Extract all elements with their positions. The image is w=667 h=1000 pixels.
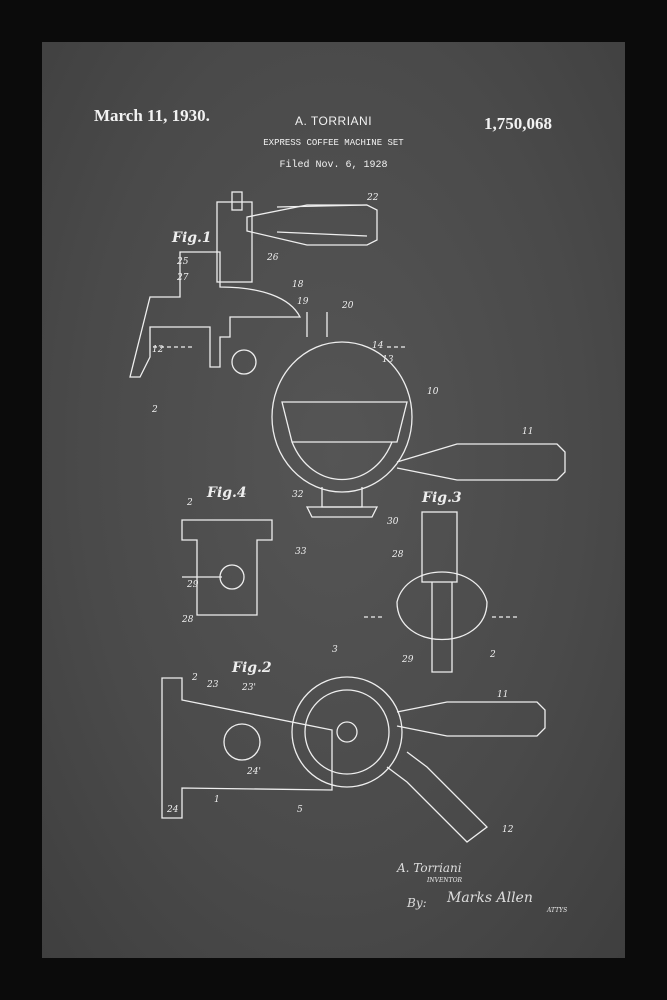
figure-3-drawing: Fig.3 <box>362 490 517 673</box>
svg-text:27: 27 <box>176 273 189 283</box>
svg-text:12: 12 <box>502 825 514 835</box>
svg-text:1: 1 <box>214 795 220 805</box>
inventor-signature: A. Torriani <box>396 861 462 875</box>
svg-text:2: 2 <box>191 673 198 683</box>
figure-2-drawing: Fig.2 <box>161 660 546 843</box>
svg-text:33: 33 <box>295 547 307 557</box>
patent-title: EXPRESS COFFEE MACHINE SET <box>263 138 404 148</box>
svg-text:26: 26 <box>266 253 279 263</box>
svg-text:11: 11 <box>497 690 508 700</box>
svg-text:13: 13 <box>382 355 394 365</box>
svg-text:29: 29 <box>401 655 414 665</box>
svg-text:32: 32 <box>292 490 304 500</box>
svg-text:22: 22 <box>366 193 379 203</box>
fig1-label: Fig.1 <box>171 230 212 246</box>
svg-text:12: 12 <box>152 345 164 355</box>
svg-text:3: 3 <box>332 645 338 655</box>
svg-text:11: 11 <box>522 427 533 437</box>
svg-text:24: 24 <box>166 805 179 815</box>
inventor-caption: INVENTOR <box>426 877 463 884</box>
attorney-signature: Marks Allen <box>446 890 533 906</box>
svg-text:29: 29 <box>186 580 199 590</box>
svg-text:19: 19 <box>297 297 309 307</box>
inventor-name: A. TORRIANI <box>294 114 373 128</box>
svg-text:20: 20 <box>341 301 354 311</box>
svg-text:23: 23 <box>206 680 219 690</box>
filed-date: Filed Nov. 6, 1928 <box>279 160 388 171</box>
svg-text:14: 14 <box>372 341 384 351</box>
svg-text:18: 18 <box>292 280 304 290</box>
svg-text:2: 2 <box>186 498 193 508</box>
attorney-caption: ATTYS <box>546 907 567 914</box>
svg-text:5: 5 <box>297 805 303 815</box>
svg-text:23': 23' <box>241 683 256 693</box>
patent-number: 1,750,068 <box>484 114 552 133</box>
patent-date: March 11, 1930. <box>94 106 210 125</box>
fig3-label: Fig.3 <box>421 490 462 506</box>
svg-text:25: 25 <box>176 257 189 267</box>
figure-4-drawing: Fig.4 <box>181 485 273 616</box>
svg-text:24': 24' <box>246 767 261 777</box>
patent-drawing: Fig.1 Fig.4 Fig.3 <box>129 191 567 914</box>
svg-text:28: 28 <box>181 615 194 625</box>
svg-text:30: 30 <box>387 517 399 527</box>
svg-text:28: 28 <box>391 550 404 560</box>
signature-block: A. Torriani INVENTOR By: Marks Allen ATT… <box>396 861 567 914</box>
patent-poster: March 11, 1930. A. TORRIANI 1,750,068 EX… <box>42 42 625 958</box>
svg-text:10: 10 <box>427 387 439 397</box>
svg-text:2: 2 <box>489 650 496 660</box>
fig4-label: Fig.4 <box>206 485 247 501</box>
fig2-label: Fig.2 <box>231 660 272 676</box>
figure-1-drawing: Fig.1 <box>129 191 566 518</box>
svg-text:2: 2 <box>151 405 158 415</box>
by-label: By: <box>406 896 427 910</box>
